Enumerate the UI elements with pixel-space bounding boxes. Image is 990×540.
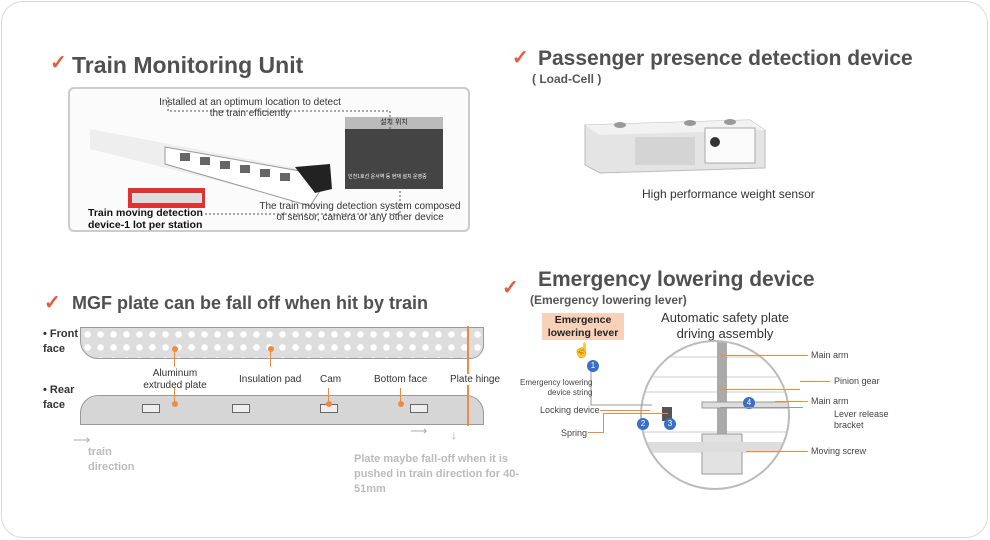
- emergency-title: Emergency lowering device: [538, 268, 815, 291]
- cam-label: Cam: [320, 374, 342, 385]
- main-arm-label: Main arm: [811, 350, 849, 360]
- load-cell-title: Passenger presence detection device: [538, 47, 913, 70]
- main-arm-2-label: Main arm: [811, 396, 849, 406]
- string-label: Emergency lowering device string: [520, 378, 593, 397]
- check-icon: ✓: [512, 47, 529, 69]
- load-cell-caption: High performance weight sensor: [642, 187, 815, 201]
- train-illustration: [90, 97, 443, 215]
- insulation-label: Insulation pad: [239, 374, 302, 385]
- front-face-label: • Front face: [43, 328, 79, 355]
- mgf-title: MGF plate can be fall off when hit by tr…: [72, 293, 429, 313]
- check-icon: ✓: [50, 52, 67, 74]
- train-direction-label: train direction: [88, 446, 135, 473]
- emergency-subtitle: (Emergency lowering lever): [530, 293, 687, 307]
- arrow-down-icon: ↓: [451, 428, 457, 442]
- front-face-plate: [80, 327, 484, 359]
- moving-screw-label: Moving screw: [811, 446, 867, 456]
- step-3-badge: 3: [664, 418, 676, 430]
- step-4-badge: 4: [743, 397, 755, 409]
- locking-device-label: Locking device: [540, 405, 600, 415]
- plate-hinge-label: Plate hinge: [450, 374, 501, 385]
- photo-caption: 설치 위치: [380, 119, 408, 126]
- load-cell-image: [584, 119, 766, 174]
- fall-off-note: Plate maybe fall-off when it is pushed i…: [354, 453, 520, 495]
- bottom-face-label: Bottom face: [374, 374, 428, 385]
- cam-icon: [232, 404, 250, 413]
- assembly-detail: [640, 340, 790, 490]
- load-cell-subtitle: ( Load-Cell ): [532, 72, 602, 86]
- hand-icon: ☝: [573, 342, 591, 358]
- lever-release-label: Lever release bracket: [834, 409, 889, 430]
- tmu-device-label: Train moving detection device-1 lot per …: [88, 207, 203, 231]
- tmu-image: Installed at an optimum location to dete…: [68, 87, 470, 232]
- cam-icon: [410, 404, 428, 413]
- photo-text: 인천1호선 운서역 등 현재 설치 운영중: [348, 174, 427, 180]
- tmu-system-label: The train moving detection system compos…: [259, 201, 461, 223]
- arrow-right-icon: ⟶: [73, 433, 91, 447]
- lever-box: Emergence lowering lever: [542, 313, 624, 340]
- pinion-gear-label: Pinion gear: [834, 376, 880, 386]
- rear-face-label: • Rear face: [43, 384, 75, 411]
- step-1-badge: 1: [587, 360, 599, 372]
- tmu-title: Train Monitoring Unit: [72, 52, 304, 78]
- check-icon: ✓: [502, 277, 519, 299]
- arrow-right-icon: ⟶: [410, 424, 428, 438]
- tmu-installed-label: Installed at an optimum location to dete…: [159, 97, 341, 119]
- spring-label: Spring: [561, 428, 588, 438]
- aluminum-label: Aluminum extruded plate: [143, 368, 207, 391]
- assembly-label: Automatic safety plate driving assembly: [661, 310, 789, 341]
- cam-icon: [142, 404, 160, 413]
- step-2-badge: 2: [637, 418, 649, 430]
- device-string: [590, 366, 652, 406]
- check-icon: ✓: [44, 292, 61, 314]
